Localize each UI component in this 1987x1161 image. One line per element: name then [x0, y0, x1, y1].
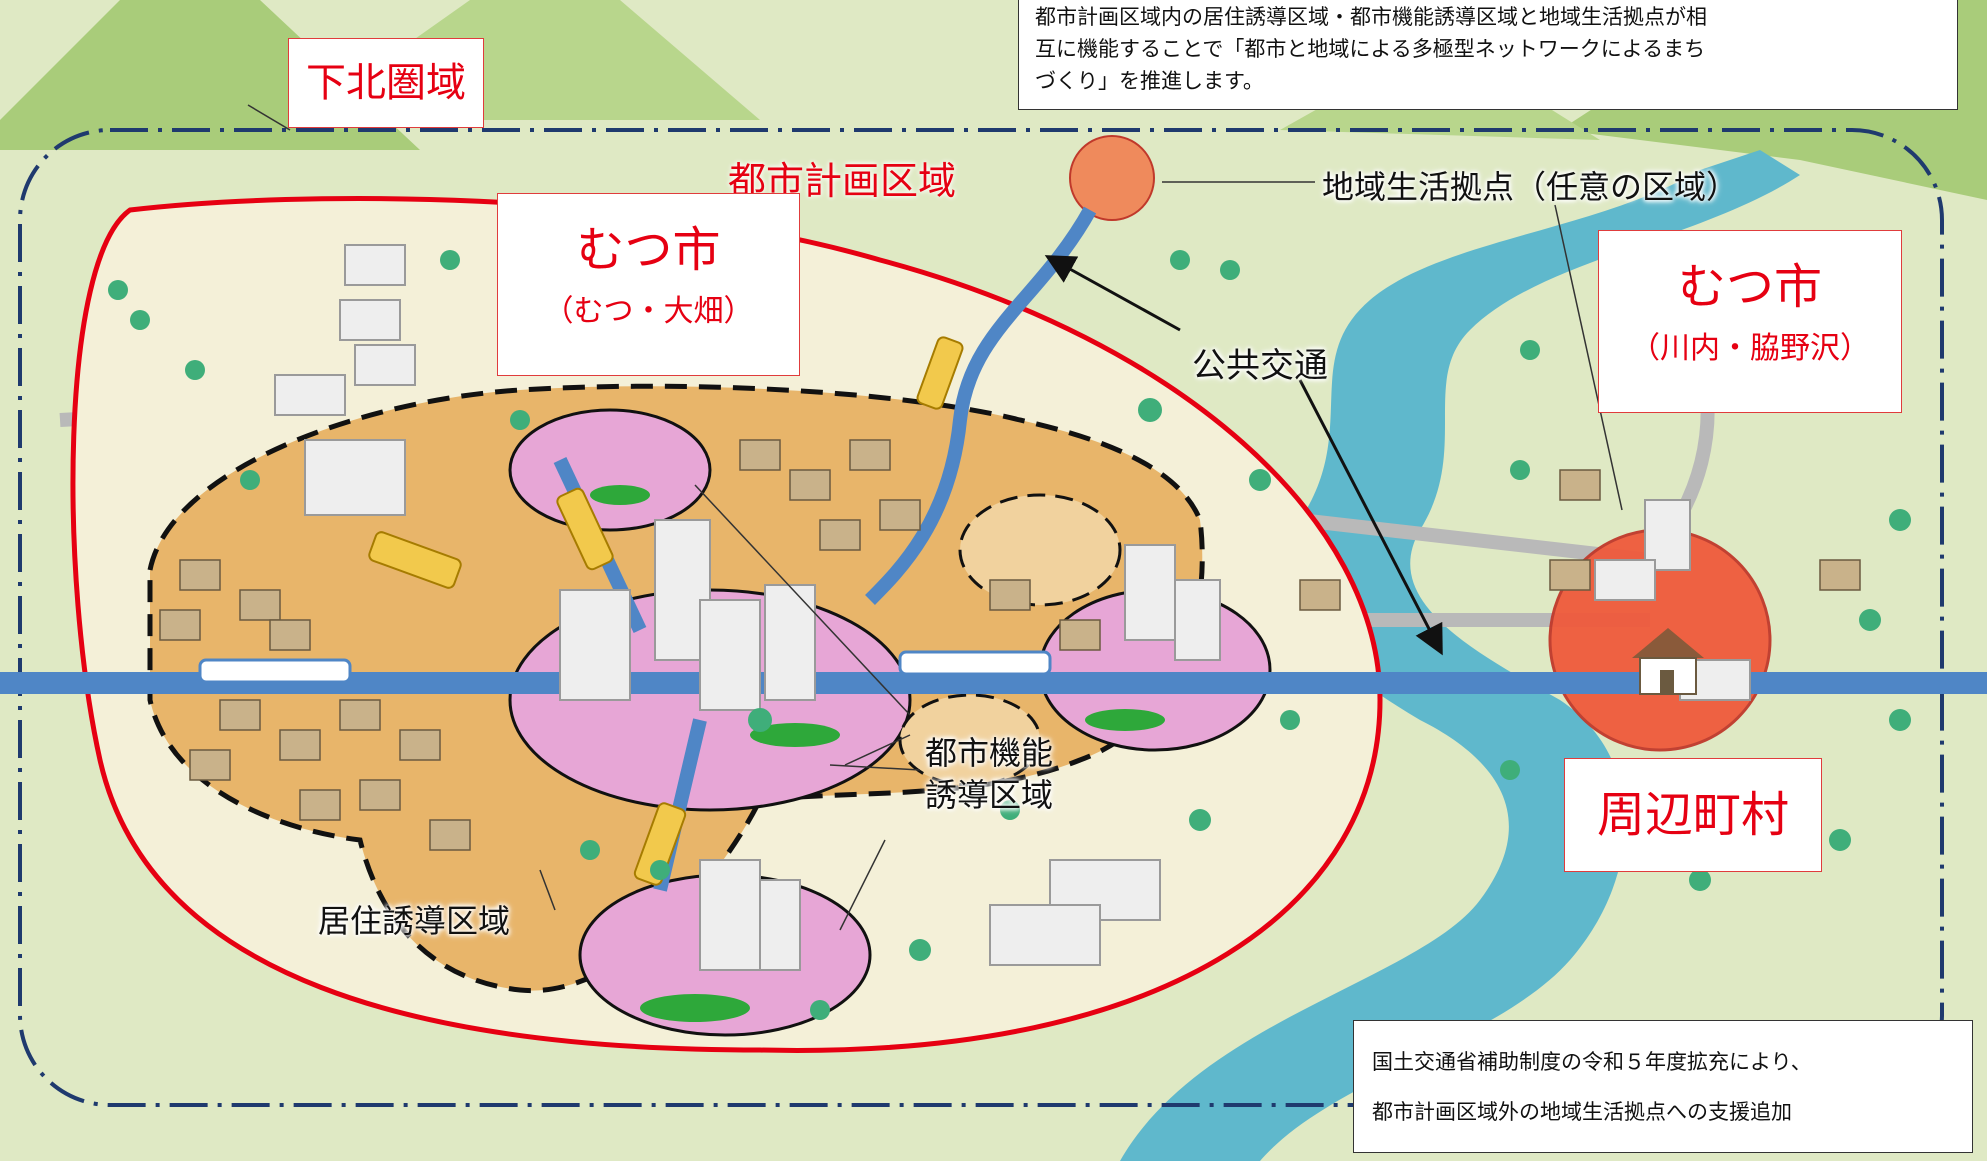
- station: [1632, 628, 1704, 695]
- local-hub-label: 地域生活拠点（任意の区域）: [1322, 168, 1739, 206]
- top-note-line-3: づくり」を推進します。: [1035, 69, 1264, 93]
- surrounding-towns-label: 周辺町村: [1564, 758, 1822, 872]
- region-boundary: [18, 128, 1944, 1107]
- river: [1120, 150, 1800, 1161]
- bottom-note: 国土交通省補助制度の令和５年度拡充により、 都市計画区域外の地域生活拠点への支援…: [1353, 1020, 1973, 1153]
- bottom-note-line-1: 国土交通省補助制度の令和５年度拡充により、: [1372, 1050, 1812, 1074]
- region-label: 下北圏域: [288, 38, 484, 128]
- city-subname: （川内・脇野沢）: [1630, 331, 1870, 366]
- city-label-kawauchi-wakinosawa: むつ市 （川内・脇野沢）: [1598, 230, 1902, 413]
- parks: [590, 485, 1165, 1022]
- top-note: 都市計画区域内の居住誘導区域・都市機能誘導区域と地域生活拠点が相 互に機能するこ…: [1018, 0, 1958, 110]
- top-note-line-1: 都市計画区域内の居住誘導区域・都市機能誘導区域と地域生活拠点が相: [1035, 5, 1707, 29]
- urban-function-zone-label: 都市機能 誘導区域: [925, 732, 1053, 816]
- city-name: むつ市: [1677, 259, 1822, 315]
- urban-function-zone-label-line-1: 都市機能: [925, 734, 1054, 772]
- city-label-mutsu-ohata: むつ市 （むつ・大畑）: [497, 193, 800, 376]
- public-transport-label: 公共交通: [1192, 346, 1328, 386]
- railway: [0, 672, 1987, 694]
- houses: [159, 439, 1861, 851]
- trains: [198, 650, 1052, 684]
- city-subname: （むつ・大畑）: [543, 294, 754, 329]
- bottom-note-line-2: 都市計画区域外の地域生活拠点への支援追加: [1372, 1100, 1792, 1124]
- leader-lines: [247, 104, 1623, 931]
- buses: [368, 336, 964, 886]
- trees: [108, 250, 1911, 1020]
- local-hub-top: [1069, 135, 1155, 221]
- urban-function-zone-label-line-2: 誘導区域: [925, 776, 1054, 814]
- top-note-line-2: 互に機能することで「都市と地域による多極型ネットワークによるまち: [1035, 37, 1706, 61]
- city-name: むつ市: [576, 222, 721, 278]
- public-transport-arrows: [1044, 255, 1443, 656]
- residential-zone-label: 居住誘導区域: [318, 902, 511, 940]
